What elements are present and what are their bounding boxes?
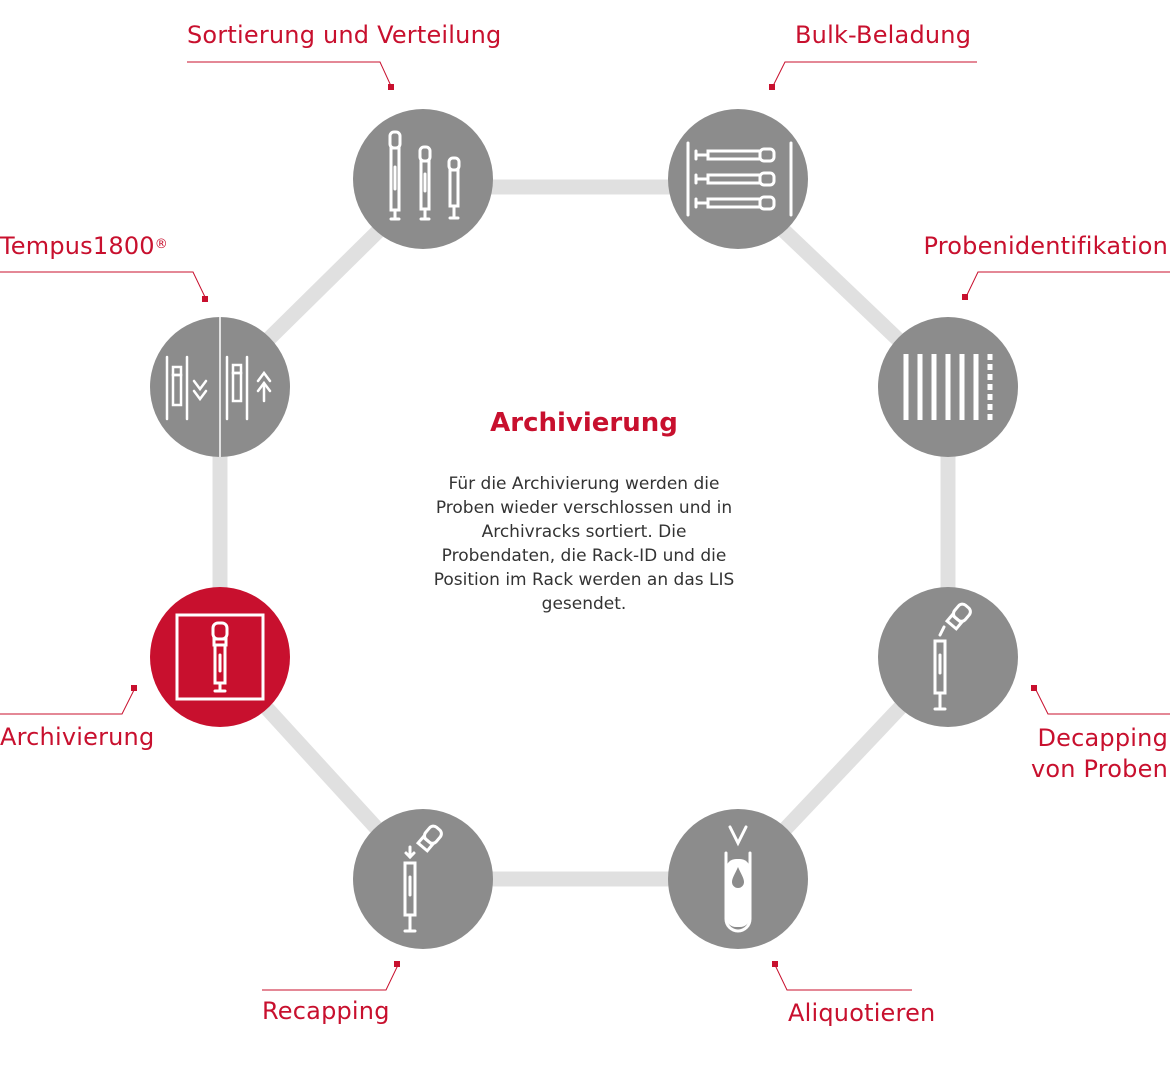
cap-ring: [415, 834, 435, 853]
step-label-aliquotieren[interactable]: Aliquotieren: [788, 999, 936, 1027]
step-label-tempus1800-text: Tempus1800: [0, 232, 155, 260]
center-description: Für die Archivierung werden die Proben w…: [433, 474, 735, 614]
leader-dot-1: [388, 84, 394, 90]
step-label-probenidentifikation[interactable]: Probenidentifikation: [923, 232, 1168, 260]
leader-dot-5: [772, 961, 778, 967]
arrow-up: [256, 370, 272, 383]
leader-4: [1035, 689, 1170, 715]
node-circle: [353, 109, 493, 249]
step-label-decapping[interactable]: Decapping von Proben: [1031, 723, 1168, 785]
barcode-icon: [903, 354, 993, 420]
archive-frame: [175, 613, 265, 701]
step-node-probenidentifikation[interactable]: [878, 317, 1018, 457]
node-circle: [353, 809, 493, 949]
tube-rack-icon: [686, 141, 793, 217]
arrow-down: [192, 389, 208, 402]
step-node-tempus1800[interactable]: [150, 317, 290, 457]
leader-7: [0, 689, 135, 715]
leader-dot-7: [131, 685, 137, 691]
step-label-tempus1800[interactable]: Tempus1800®: [0, 231, 168, 262]
registered-mark: ®: [154, 237, 168, 252]
leader-dot-6: [394, 961, 400, 967]
arrow-down: [192, 379, 208, 392]
droplet: [732, 867, 744, 888]
pneumatic-transfer-icon: [165, 355, 272, 421]
leader-2: [772, 61, 977, 87]
leader-dot-2: [769, 84, 775, 90]
tube-cap-tilted: [415, 824, 443, 853]
leader-6: [262, 964, 399, 991]
tube-cap: [758, 147, 776, 163]
capsule-cap: [171, 365, 183, 377]
node-circle: [878, 587, 1018, 727]
leader-3: [965, 271, 1170, 298]
step-node-aliquotieren[interactable]: [668, 809, 808, 949]
tube-cap: [758, 195, 776, 211]
aliquot-tube-icon: [724, 825, 752, 933]
tube-horizontal: [694, 147, 776, 163]
step-label-archivierung[interactable]: Archivierung: [0, 723, 155, 751]
step-label-sortierung[interactable]: Sortierung und Verteilung: [187, 21, 502, 49]
leader-8: [0, 271, 206, 298]
leader-1: [187, 61, 392, 87]
down-arrow-head: [404, 851, 416, 860]
step-node-recapping[interactable]: [353, 809, 493, 949]
three-tubes-icon: [388, 130, 461, 221]
pipette-tip: [728, 825, 748, 847]
decap-tube-icon: [933, 602, 972, 711]
node-circle: [668, 109, 808, 249]
tube-cap-tilted: [944, 602, 972, 631]
center-title: Archivierung: [490, 408, 678, 438]
step-node-sortierung[interactable]: [353, 109, 493, 249]
step-node-bulk-beladung[interactable]: [668, 109, 808, 249]
capsule-cap: [231, 363, 243, 375]
step-label-recapping[interactable]: Recapping: [262, 997, 390, 1025]
cap-ring: [944, 612, 964, 631]
tube-horizontal: [694, 195, 776, 211]
leader-5: [774, 964, 912, 991]
step-node-decapping[interactable]: [878, 587, 1018, 727]
archive-tube-icon: [175, 613, 265, 701]
tube-cap: [758, 171, 776, 187]
step-label-decapping-line-2: von Proben: [1030, 755, 1168, 783]
step-label-bulk-beladung[interactable]: Bulk-Beladung: [795, 21, 972, 49]
leader-dot-8: [202, 296, 208, 302]
label-leaders: [0, 61, 1170, 991]
leader-dot-4: [1031, 685, 1037, 691]
leader-dot-3: [962, 294, 968, 300]
test-tube: [724, 851, 752, 933]
step-node-archivierung[interactable]: [150, 587, 290, 727]
lift-arrow: [938, 625, 946, 637]
tube-liquid: [726, 859, 750, 927]
recap-tube-icon: [403, 824, 443, 933]
tube-horizontal: [694, 171, 776, 187]
step-label-decapping-line-1: Decapping: [1037, 724, 1168, 752]
